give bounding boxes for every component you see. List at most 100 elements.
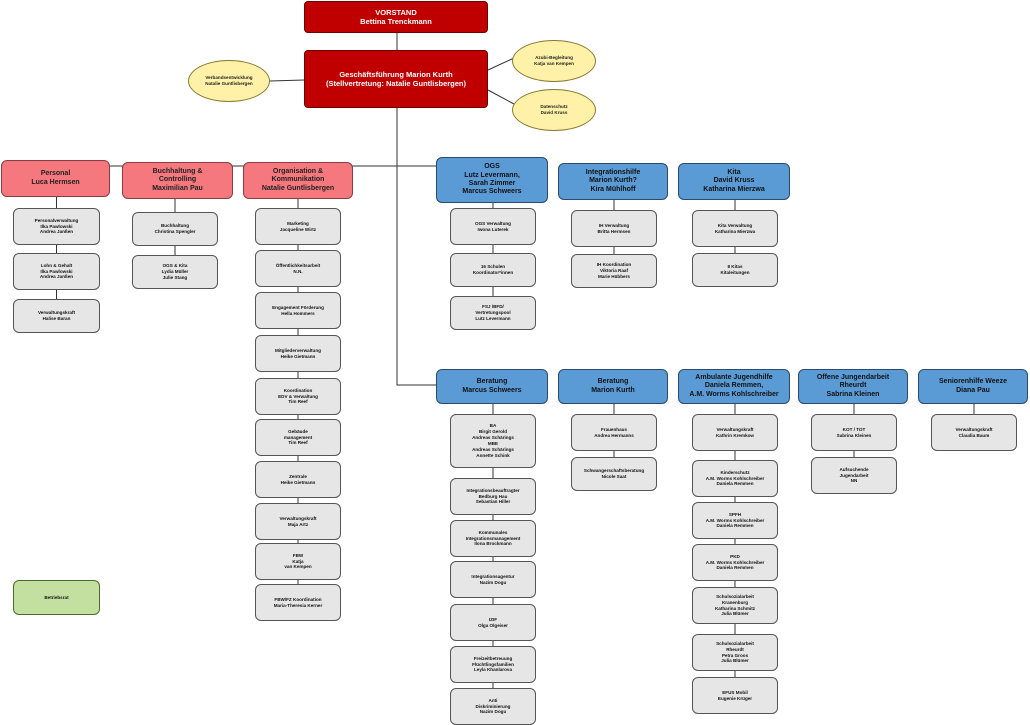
ogs-unit-0-line: Iwona Luterek (477, 226, 509, 232)
beratung1-unit-2-line: Kommunales (478, 529, 508, 535)
kita-unit-0-line: Katharina Mierzwa (714, 228, 756, 234)
buchhaltung-unit-0-line: Christina Spengler (154, 229, 196, 234)
betriebsrat-box-line: Betriebsrat (44, 594, 69, 600)
beratung2-head-line: Marion Kurth (591, 386, 635, 394)
senioren-unit-0-line: Claudia Baum (958, 432, 990, 438)
personal-unit-1-line: Lohn & Gehalt (40, 262, 73, 268)
ambulant-unit-0-line: Verwaltungskraft (716, 426, 754, 432)
organisation-unit-7-line: Maja Artz (287, 521, 309, 527)
organisation-unit-2-line: Engagement Förderung (272, 304, 324, 310)
azubi-begleitung-oval-line: Azubi-Begleitung (535, 54, 573, 60)
kita-unit-0-line: Kita Verwaltung (717, 222, 753, 228)
organisation-unit-8-line: Katja (292, 558, 304, 564)
ambulant-unit-4-line: Schulsozialarbeit (716, 593, 754, 599)
beratung1-unit-5-line: Freizeitbetreuung (473, 655, 513, 661)
integration-unit-0-line: IH Verwaltung (598, 222, 630, 228)
organisation-unit-4-line: Tim Reef (288, 399, 308, 405)
beratung1-unit-0-line: BA (489, 423, 497, 429)
personal-head-line: Personal (40, 170, 71, 178)
organisation-unit-0-line: Marketing (287, 220, 309, 226)
beratung1-unit-0-line: Andreas Schärings (472, 446, 514, 452)
ambulant-unit-1-line: A.M. Worms Kohlschreiber (705, 475, 765, 481)
beratung1-unit-5-line: Flüchtlingsfamilien (472, 661, 514, 667)
ambulant-unit-4-line: Julia Blümer (721, 611, 749, 617)
ogs-head-line: Lutz Levermann, (464, 171, 520, 179)
ambulant-unit-3-line: Daniela Remmen (716, 565, 754, 571)
organisation-unit-4-line: EDV & Verwaltung (278, 393, 318, 399)
kita-head-line: Kita (727, 168, 741, 176)
buchhaltung-head-line: Maximilian Pau (152, 184, 203, 192)
buchhaltung-unit-1-line: OGS & Kita (162, 263, 188, 269)
organisation-unit-0-line: Jacqueline Wirtz (279, 226, 317, 232)
personal-unit-1-line: Ilka Pawlowski (40, 268, 73, 274)
beratung2-head-line: Beratung (597, 378, 629, 386)
integration-head-line: Integrationshilfe (585, 168, 641, 176)
ogs-head-line: Sarah Zimmer (468, 180, 516, 187)
betriebsrat-box: Betriebsrat (13, 580, 100, 615)
beratung1-unit-6-line: Nazim Dogu (479, 709, 507, 715)
ambulant-unit-6-line: Eugenie Krüger (717, 695, 753, 701)
azubi-begleitung-oval-line: Katja van Kempen (534, 61, 574, 66)
daten-line (487, 89, 515, 105)
geschaeftsfuehrung-box-line: Geschäftsführung Marion Kurth (339, 69, 453, 79)
ogs-unit-1-line: 16 Schulen (480, 264, 506, 270)
beratung1-unit-5-line: Leyla Khanlarova (473, 667, 513, 673)
beratung1-unit-6-line: Diskriminierung (475, 703, 511, 709)
buchhaltung-unit-1-line: Lydia Müller (161, 269, 189, 275)
ogs-unit-2-line: Lutz Levermann (475, 315, 511, 321)
beratung1-unit-3-line: Nazim Dogu (479, 579, 507, 585)
organisation-unit-4-line: Koordination (283, 387, 313, 393)
organisation-head-line: Organisation & (272, 167, 324, 175)
ambulant-unit-0-line: Kathrin Kremkow (715, 432, 755, 438)
ambulant-unit-5-line: Rheurdt (726, 646, 744, 652)
organisation-unit-6-line: Heike Gietmann (280, 479, 316, 485)
offene-unit-1-line: Jugendarbeit (839, 472, 869, 478)
offene-head-line: Offene Jungendarbeit (816, 373, 890, 381)
beratung1-head-line: Beratung (476, 378, 508, 386)
beratung2-unit-0-line: Frauenhaus (600, 426, 628, 432)
personal-unit-2-line: Halise Baran (42, 316, 71, 321)
beratung1-unit-0-line: Annette Schink (476, 452, 510, 458)
beratung1-unit-4-line: Olga Olgeiser (478, 622, 508, 628)
offene-unit-0-line: Sabrina Kleinen (836, 432, 872, 438)
organisation-unit-6-line: Zentrale (289, 473, 307, 479)
ambulant-unit-5-line: Schulsozialarbeit (716, 640, 754, 646)
beratung1-unit-1-line: Bedburg Hau (478, 493, 508, 499)
ambulant-unit-4-line: Katharina Schmitz (714, 605, 756, 611)
organisation-unit-9-line: FBW/FZ Koordination (274, 596, 322, 602)
beratung1-unit-2-line: Integrationsmanagement (465, 535, 521, 541)
buchhaltung-head-line: Buchhaltung & (152, 167, 203, 175)
integration-unit-1-line: Viktoria Raaf (600, 268, 628, 274)
personal-head-line: Luca Hermsen (31, 178, 80, 186)
buchhaltung-head-line: Controlling (158, 176, 197, 184)
beratung1-unit-0-line: MBE (487, 441, 499, 446)
beratung2-unit-0-line: Andrea Hermanns (594, 432, 634, 438)
ambulant-head-line: Daniela Remmen, (704, 382, 764, 390)
personal-unit-0-line: Ilka Pawlowski (40, 223, 73, 229)
